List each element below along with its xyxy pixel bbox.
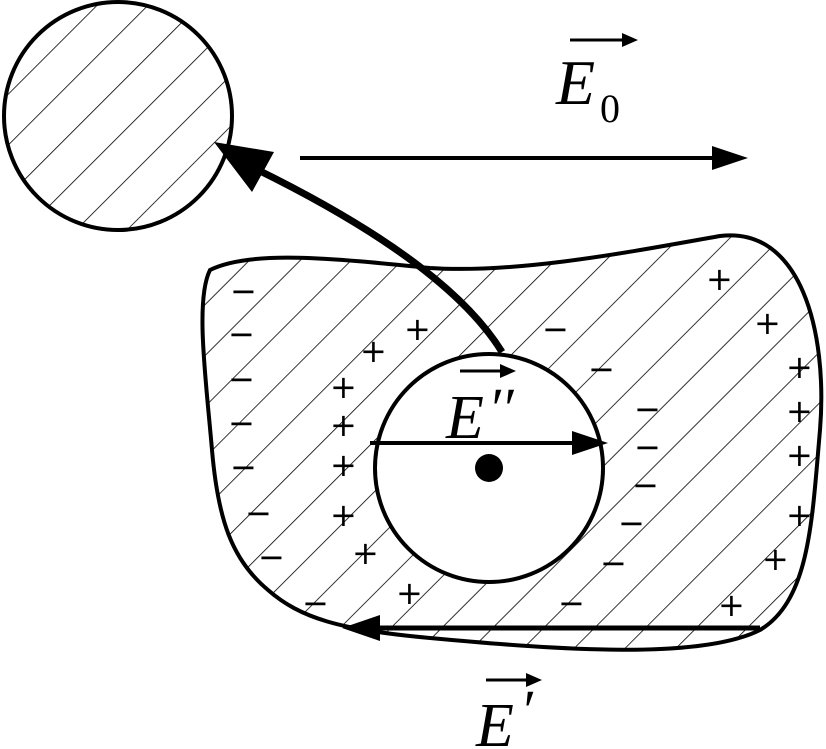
- minus-sign: −: [228, 315, 255, 353]
- plus-sign: +: [330, 496, 357, 534]
- minus-sign: −: [632, 466, 659, 504]
- label-e-double-prime: E ′′: [445, 364, 516, 452]
- plus-sign: +: [706, 260, 733, 298]
- plus-sign: +: [786, 496, 813, 534]
- minus-sign: −: [228, 404, 255, 442]
- plus-sign: +: [762, 540, 789, 578]
- minus-sign: −: [634, 390, 661, 428]
- plus-sign: +: [330, 368, 357, 406]
- label-e-prime: E ′: [475, 673, 542, 749]
- minus-sign: −: [588, 350, 615, 388]
- plus-sign: +: [352, 534, 379, 572]
- plus-sign: +: [360, 332, 387, 370]
- minus-sign: −: [600, 544, 627, 582]
- minus-sign: −: [302, 584, 329, 622]
- plus-sign: +: [786, 348, 813, 386]
- minus-sign: −: [558, 584, 585, 622]
- plus-sign: +: [718, 586, 745, 624]
- e-double-prime-letter: E: [445, 384, 484, 452]
- minus-sign: −: [245, 494, 272, 532]
- minus-sign: −: [542, 310, 569, 348]
- plus-sign: +: [404, 310, 431, 348]
- minus-sign: −: [230, 448, 257, 486]
- plus-sign: +: [786, 436, 813, 474]
- plus-sign: +: [396, 574, 423, 612]
- e0-letter: E: [555, 47, 595, 118]
- minus-sign: −: [228, 360, 255, 398]
- plus-sign: +: [330, 446, 357, 484]
- external-sphere: [2, 0, 234, 232]
- negative-charges: − − − − − − − − − − − − − − − −: [228, 272, 661, 622]
- e-prime-mark: ′: [520, 678, 534, 743]
- curved-transfer-arrow: [214, 142, 505, 354]
- minus-sign: −: [634, 428, 661, 466]
- label-e0: E 0: [555, 33, 638, 131]
- e-double-prime-arrow: [370, 431, 608, 455]
- plus-sign: +: [754, 304, 781, 342]
- point-charge: [475, 454, 503, 482]
- e-prime-arrow: [342, 615, 760, 641]
- minus-sign: −: [618, 504, 645, 542]
- e0-arrow: [300, 146, 748, 170]
- plus-sign: +: [330, 406, 357, 444]
- plus-sign: +: [786, 392, 813, 430]
- minus-sign: −: [258, 538, 285, 576]
- minus-sign: −: [230, 272, 257, 310]
- e-double-prime-mark: ′′: [488, 376, 515, 441]
- positive-charges: + + + + + + + + + + + + + + + +: [330, 260, 813, 624]
- e-prime-letter: E: [475, 692, 514, 749]
- e0-subscript: 0: [600, 86, 620, 131]
